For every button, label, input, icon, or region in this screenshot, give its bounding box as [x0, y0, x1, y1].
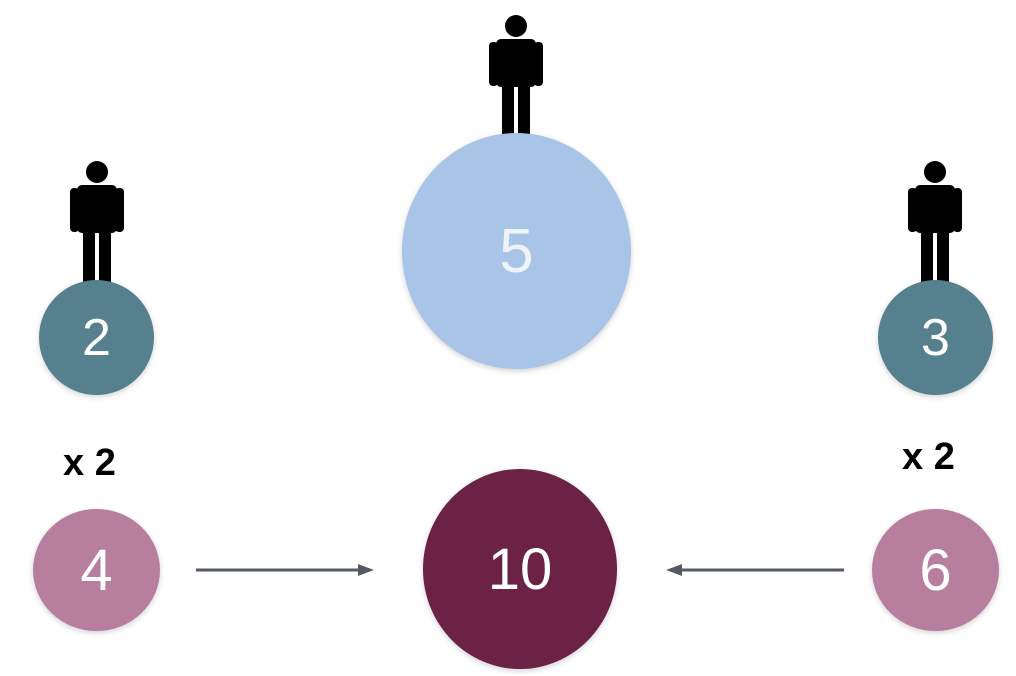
- circle-value: 3: [921, 308, 950, 367]
- circle-total-people: 5: [402, 133, 631, 369]
- person-icon-right: [908, 161, 962, 282]
- circle-result-right: 6: [872, 509, 999, 631]
- circle-value: 2: [82, 308, 111, 367]
- circle-result-left: 4: [33, 509, 160, 631]
- multiplier-right: x 2: [902, 436, 955, 478]
- circle-value: 10: [487, 536, 553, 602]
- person-icon-center: [489, 15, 543, 136]
- circle-value: 4: [80, 537, 113, 603]
- circle-value: 6: [919, 537, 952, 603]
- multiplier-left: x 2: [63, 442, 116, 484]
- arrow-left-icon: [666, 564, 844, 576]
- circle-value: 5: [499, 216, 534, 286]
- circle-right-value: 3: [878, 280, 993, 395]
- circle-left-value: 2: [39, 280, 154, 395]
- arrow-right-icon: [196, 564, 374, 576]
- person-icon-left: [70, 161, 124, 282]
- circle-result-total: 10: [423, 469, 617, 669]
